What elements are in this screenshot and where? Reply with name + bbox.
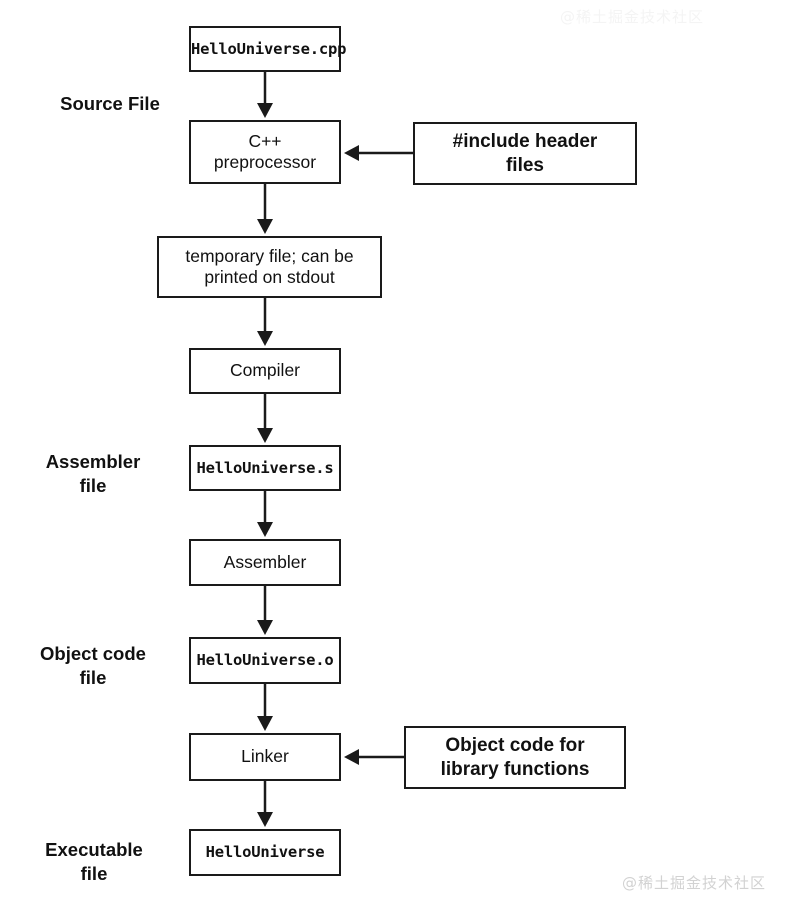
node-label: HelloUniverse.s [196,458,334,477]
arrow-include-to-preprocessor [344,145,413,161]
arrow-temp-to-compiler [257,298,273,346]
node-label: Compiler [229,360,301,381]
arrow-preprocessor-to-temp [257,184,273,234]
node-label: temporary file; can be printed on stdout [185,245,354,287]
node-label: HelloUniverse.cpp [191,39,347,58]
stage-label-assembler-file: Assembler file [45,451,141,496]
node-hellouniverse-executable: HelloUniverse [189,829,341,876]
arrow-library-to-linker [344,749,404,765]
node-cpp-preprocessor: C++ preprocessor [189,120,341,184]
arrow-assembler-to-obj [257,586,273,635]
node-compiler: Compiler [189,348,341,394]
node-label: Object code for library functions [440,735,590,780]
node-include-header-files: #include header files [413,122,637,185]
node-hellouniverse-s: HelloUniverse.s [189,445,341,491]
node-label: HelloUniverse.o [196,651,334,670]
node-label: C++ preprocessor [213,130,317,172]
arrow-obj-to-linker [257,684,273,731]
node-hellouniverse-cpp: HelloUniverse.cpp [189,26,347,72]
arrow-linker-to-exe [257,781,273,827]
node-linker: Linker [189,733,341,781]
stage-label-object-code-file: Object code file [40,643,146,688]
arrow-asm-file-to-assembler [257,491,273,537]
node-label: Linker [241,746,289,767]
node-temporary-file: temporary file; can be printed on stdout [157,236,382,298]
node-label: #include header files [452,131,598,176]
watermark: @稀土掘金技术社区 [622,874,767,892]
node-hellouniverse-o: HelloUniverse.o [189,637,341,684]
node-assembler: Assembler [189,539,341,586]
stage-label-executable-file: Executable file [45,839,143,884]
arrow-cpp-to-preprocessor [257,72,273,118]
node-label: HelloUniverse [205,843,325,862]
watermark-faint: @稀土掘金技术社区 [560,8,705,26]
stage-label-source-file: Source File [60,93,160,114]
node-label: Assembler [223,551,307,572]
node-object-code-library: Object code for library functions [404,726,626,789]
arrow-compiler-to-asm-file [257,394,273,443]
